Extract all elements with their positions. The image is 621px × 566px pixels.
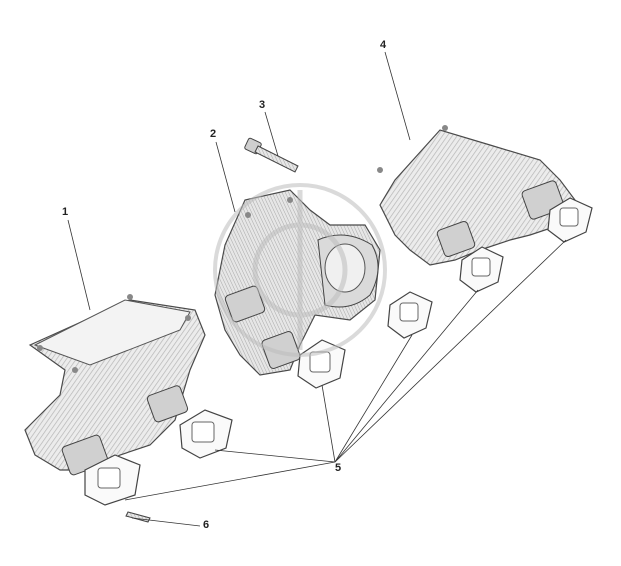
- callout-2: 2: [210, 128, 217, 140]
- manifold-section-left: [24, 294, 206, 476]
- callout-6: 6: [203, 519, 210, 531]
- stud: [125, 511, 151, 523]
- leader-lines: [67, 51, 567, 527]
- callout-3: 3: [259, 99, 266, 111]
- gaskets: [84, 197, 593, 506]
- callout-1: 1: [62, 206, 69, 218]
- callout-4: 4: [380, 39, 387, 51]
- watermark-logo: [213, 183, 387, 357]
- bolt: [244, 137, 299, 173]
- callout-5: 5: [335, 462, 342, 474]
- manifold-section-right: [377, 125, 576, 266]
